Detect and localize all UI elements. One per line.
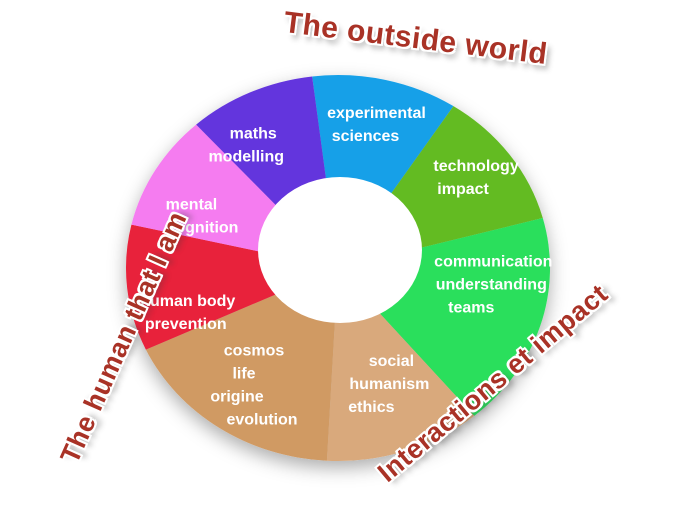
segment-cosmos-life-origine-evolution [145,268,338,461]
donut-hole [258,177,422,323]
segment-human-body-prevention [125,224,338,350]
donut-segments-group [125,75,550,461]
